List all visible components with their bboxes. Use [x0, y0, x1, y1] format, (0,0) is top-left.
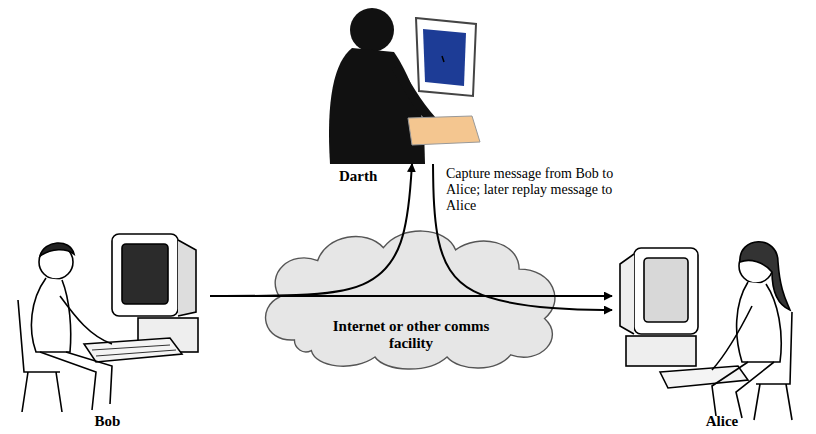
darth-head — [350, 8, 394, 52]
party-figure: Darth — [335, 2, 475, 164]
party-name: Alice — [706, 413, 738, 430]
network-cloud: Internet or other comms facility — [252, 222, 570, 372]
alice-computer-case — [626, 336, 696, 366]
alice-legs — [712, 362, 774, 418]
bob-chair — [18, 300, 62, 412]
alice-chair — [754, 312, 792, 420]
laptop-display — [423, 29, 466, 86]
bob-torso — [31, 278, 70, 352]
bob-keys — [92, 345, 176, 356]
callout-note: Capture message from Bob to Alice; later… — [446, 166, 636, 214]
darth-body — [329, 48, 425, 164]
cursor-mark — [442, 56, 444, 62]
alice-monitor — [634, 248, 698, 334]
bob-monitor — [112, 234, 178, 316]
alice-monitor-side — [620, 254, 634, 334]
darth-figure — [329, 8, 480, 164]
laptop-screen — [416, 18, 476, 96]
bob-hair — [40, 243, 74, 256]
laptop-base — [408, 116, 480, 145]
bob-screen — [122, 244, 168, 304]
bob-keyboard — [84, 338, 182, 362]
network-label: Internet or other comms facility — [323, 318, 499, 353]
bob-legs — [40, 352, 112, 410]
bob-monitor-side — [178, 240, 196, 316]
party-name: Bob — [95, 413, 121, 430]
party-name: Darth — [339, 168, 377, 185]
party-figure: Alice — [612, 205, 812, 432]
bob-arm — [60, 296, 112, 344]
party-figure: Bob — [5, 205, 210, 432]
alice-arm — [712, 306, 752, 370]
alice-screen — [644, 258, 688, 322]
alice-figure — [620, 242, 792, 420]
cloud-shape — [266, 231, 555, 369]
alice-keyboard — [660, 366, 748, 388]
bob-figure — [18, 234, 198, 412]
